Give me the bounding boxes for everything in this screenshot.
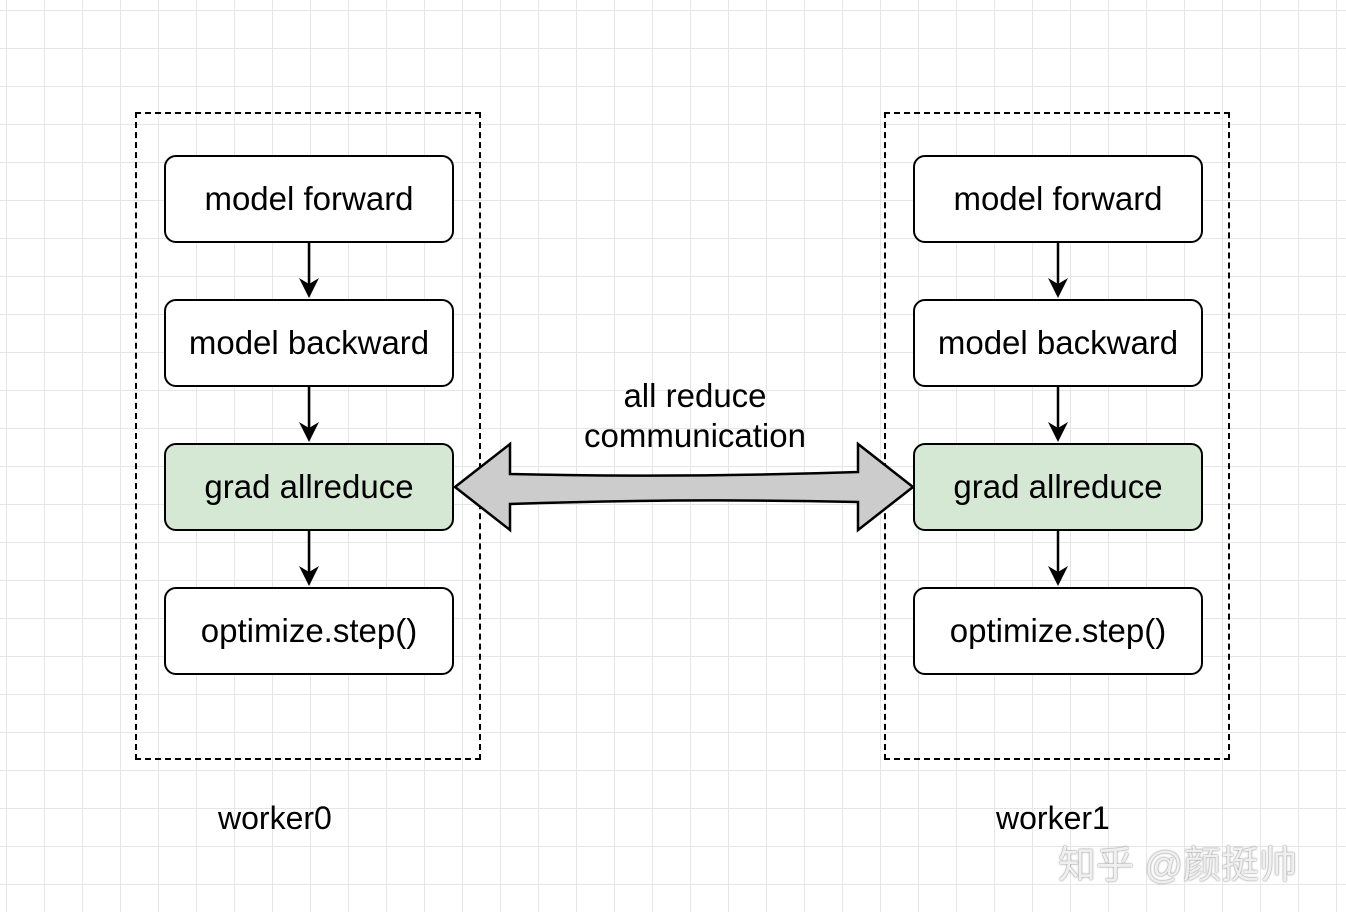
worker0-label: worker0	[218, 800, 332, 836]
worker1-grad-allreduce: grad allreduce	[913, 443, 1203, 531]
worker1-model-backward: model backward	[913, 299, 1203, 387]
watermark: 知乎 @颜挺帅	[1058, 845, 1298, 887]
worker0-model-backward: model backward	[164, 299, 454, 387]
worker1-group	[884, 112, 1230, 760]
communication-label: all reduce communication	[560, 376, 830, 456]
worker1-optimize-step: optimize.step()	[913, 587, 1203, 675]
communication-label-line1: all reduce	[623, 377, 767, 414]
worker1-arrow-2	[1048, 386, 1068, 442]
worker0-optimize-step: optimize.step()	[164, 587, 454, 675]
worker0-group	[135, 112, 481, 760]
worker1-label: worker1	[996, 800, 1110, 836]
communication-label-line2: communication	[584, 417, 806, 454]
worker1-arrow-3	[1048, 530, 1068, 586]
worker0-grad-allreduce: grad allreduce	[164, 443, 454, 531]
worker0-arrow-1	[299, 242, 319, 298]
worker0-arrow-3	[299, 530, 319, 586]
worker0-arrow-2	[299, 386, 319, 442]
worker1-arrow-1	[1048, 242, 1068, 298]
